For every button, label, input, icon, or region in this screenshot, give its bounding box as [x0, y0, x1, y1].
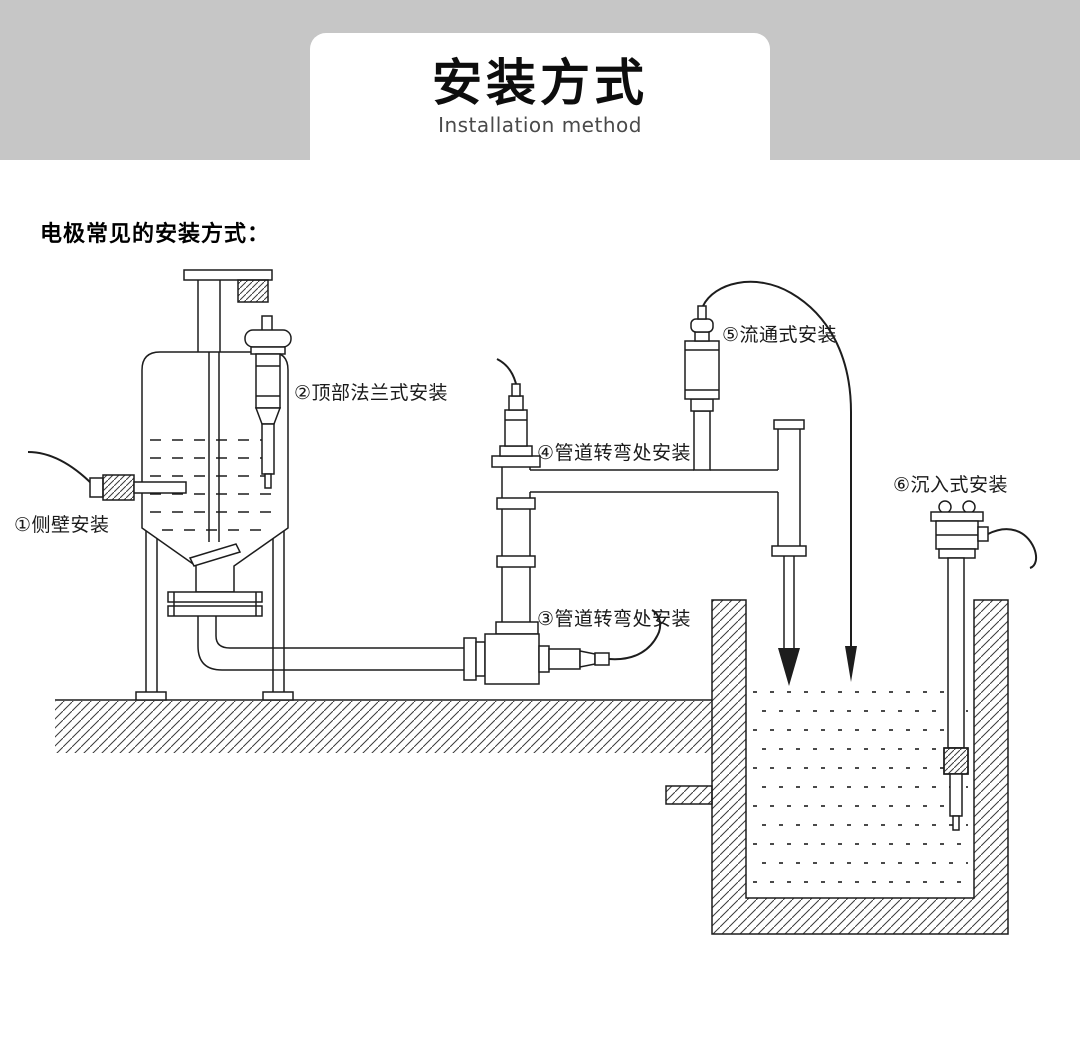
flow-arrow-icon: [845, 646, 857, 682]
sensor-flow-through: [684, 280, 857, 682]
sensor-immersion: [930, 500, 1038, 831]
pipe-tee-down: [771, 419, 807, 686]
sensor-pipe-bend-lower: [463, 609, 662, 685]
label-pipe-bend-upper: ④管道转弯处安装: [537, 442, 692, 464]
label-immersion-installation: ⑥沉入式安装: [893, 474, 1009, 496]
flow-arrow-icon: [778, 648, 800, 686]
page-title: 安装方式: [432, 54, 648, 112]
pipe-lower: [197, 616, 464, 671]
page-subtitle: Installation method: [438, 113, 642, 137]
pit: [665, 599, 1009, 935]
sensor-top-flange: [244, 315, 292, 489]
label-flow-through-installation: ⑤流通式安装: [722, 324, 838, 346]
sensor-pipe-bend-upper: [491, 358, 541, 468]
title-card: 安装方式 Installation method: [310, 33, 770, 160]
ground: [55, 699, 712, 753]
pipe-upper: [530, 469, 778, 493]
tank-liquid: [150, 439, 280, 531]
tank: [135, 269, 294, 701]
pit-liquid: [753, 691, 968, 883]
section-heading: 电极常见的安装方式：: [40, 222, 271, 247]
label-top-flange-installation: ②顶部法兰式安装: [294, 382, 449, 404]
label-side-wall-installation: ①侧壁安装: [14, 514, 110, 536]
label-pipe-bend-lower: ③管道转弯处安装: [537, 608, 692, 630]
header-banner: 安装方式 Installation method: [0, 0, 1080, 160]
pipe-vertical: [495, 467, 539, 635]
sensor-side-wall: [27, 451, 187, 501]
